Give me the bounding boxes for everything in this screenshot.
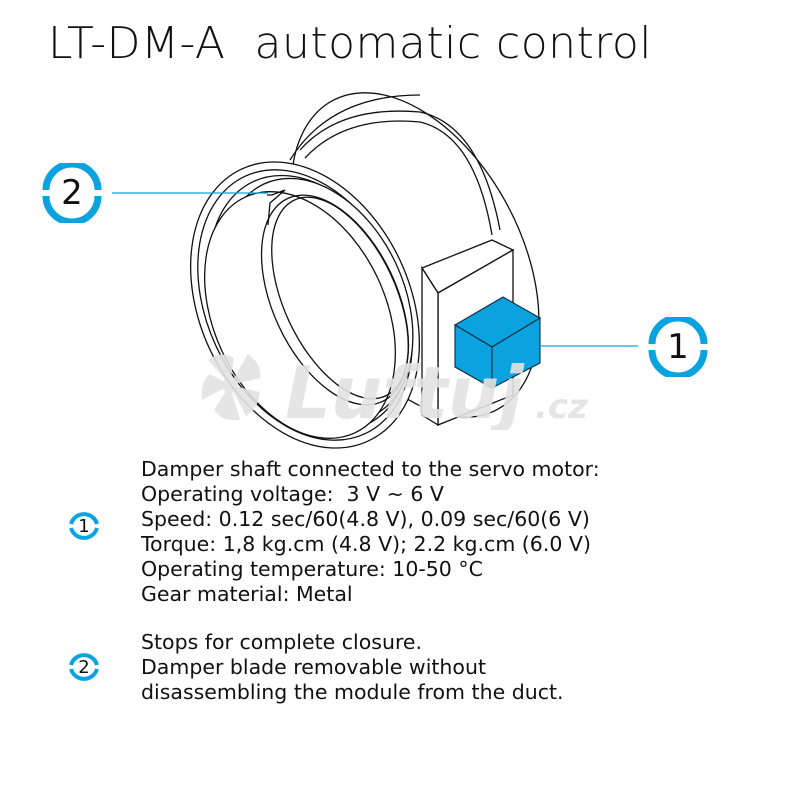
description-line: Torque: 1,8 kg.cm (4.8 V); 2.2 kg.cm (6.… [141, 532, 591, 556]
servo-motor [453, 296, 542, 389]
description-1-marker: 1 [68, 510, 100, 542]
description-line: Stops for complete closure. [141, 630, 423, 654]
description-line: Operating temperature: 10-50 °C [141, 557, 483, 581]
callout-number: 2 [78, 656, 90, 678]
description-line: Damper blade removable without [141, 655, 486, 679]
callout-number: 1 [667, 327, 689, 367]
watermark-tld: .cz [535, 387, 588, 427]
description-2: Stops for complete closure. Damper blade… [141, 630, 564, 705]
description-line: disassembling the module from the duct. [141, 680, 564, 704]
callout-ring-icon [69, 512, 99, 540]
description-line: Gear material: Metal [141, 582, 353, 606]
page-title: LT-DM-A automatic control [48, 18, 653, 69]
callout-number: 1 [78, 515, 90, 537]
luftuj-watermark-logo: Luftuj .cz [201, 351, 588, 430]
callout-number: 2 [61, 173, 83, 213]
description-2-marker: 2 [68, 651, 100, 683]
description-line: Operating voltage: 3 V ~ 6 V [141, 482, 444, 506]
callout-ring-icon [648, 317, 708, 377]
callout-ring-icon [42, 163, 102, 223]
watermark-brand: Luftuj [285, 351, 525, 430]
stop-detail [267, 189, 286, 226]
description-line: Speed: 0.12 sec/60(4.8 V), 0.09 sec/60(6… [141, 507, 590, 531]
callout-2: 2 [42, 163, 102, 223]
callout-ring-icon [69, 653, 99, 681]
callout-1: 1 [648, 317, 708, 377]
description-1: Damper shaft connected to the servo moto… [141, 457, 600, 607]
description-line: Damper shaft connected to the servo moto… [141, 457, 600, 481]
